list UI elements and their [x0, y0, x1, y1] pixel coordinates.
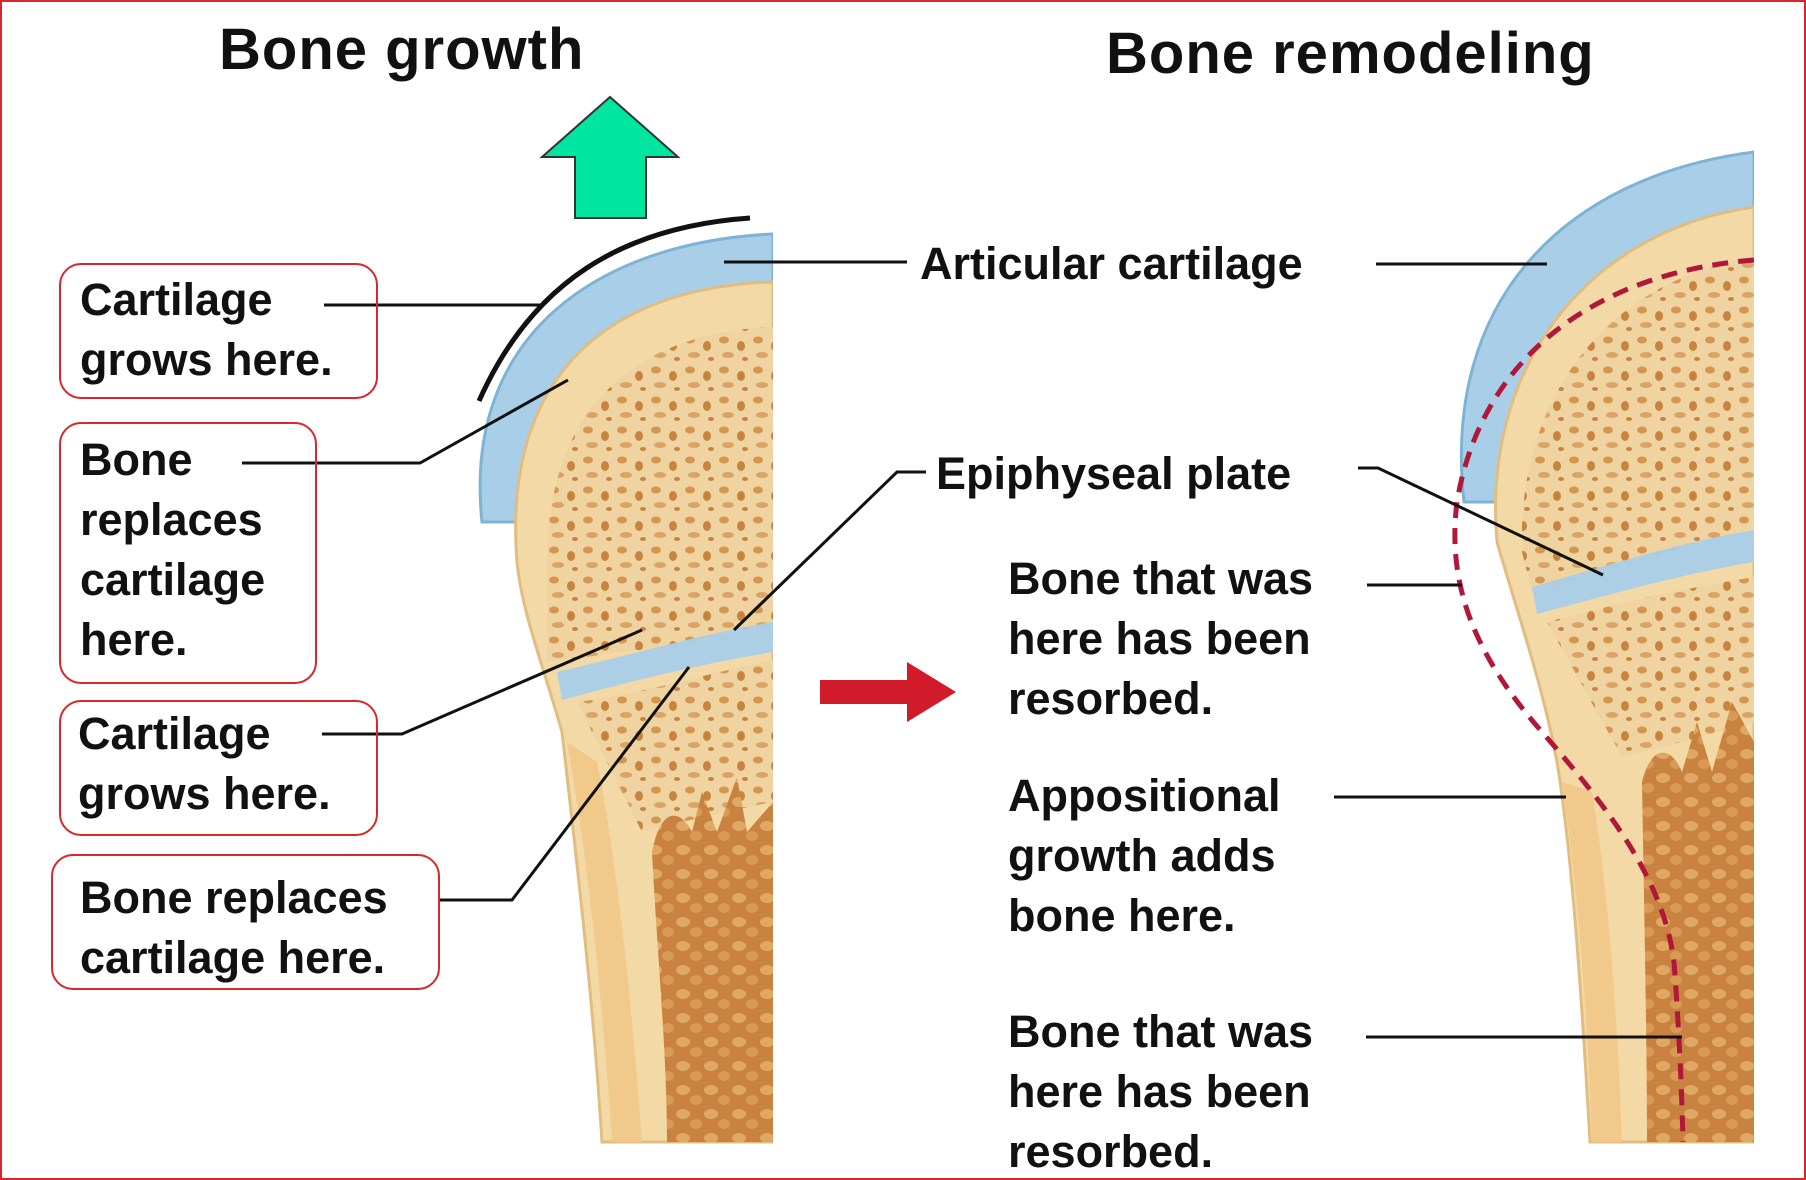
label-cartilage-top: Cartilage grows here. — [80, 270, 333, 390]
leader-lines — [242, 262, 1682, 1037]
label-bone-replaces-top: Bone replaces cartilage here. — [80, 430, 265, 670]
marrow-cavity-right — [1642, 702, 1754, 1142]
label-resorbed-top: Bone that was here has been resorbed. — [1008, 549, 1313, 729]
label-cartilage-plate: Cartilage grows here. — [78, 704, 331, 824]
label-articular-cartilage: Articular cartilage — [920, 234, 1303, 294]
transition-arrow — [820, 662, 956, 722]
title-bone-growth: Bone growth — [219, 16, 584, 83]
label-resorbed-bottom: Bone that was here has been resorbed. — [1008, 1002, 1313, 1180]
growing-bone — [480, 234, 773, 1142]
remodeled-bone — [1461, 152, 1754, 1142]
marrow-cavity-left — [652, 777, 773, 1142]
title-bone-remodeling: Bone remodeling — [1106, 20, 1595, 87]
growth-arrow — [542, 97, 678, 218]
label-epiphyseal-plate: Epiphyseal plate — [936, 444, 1291, 504]
label-appositional-growth: Appositional growth adds bone here. — [1008, 766, 1280, 946]
label-bone-replaces-bottom: Bone replaces cartilage here. — [80, 868, 388, 988]
